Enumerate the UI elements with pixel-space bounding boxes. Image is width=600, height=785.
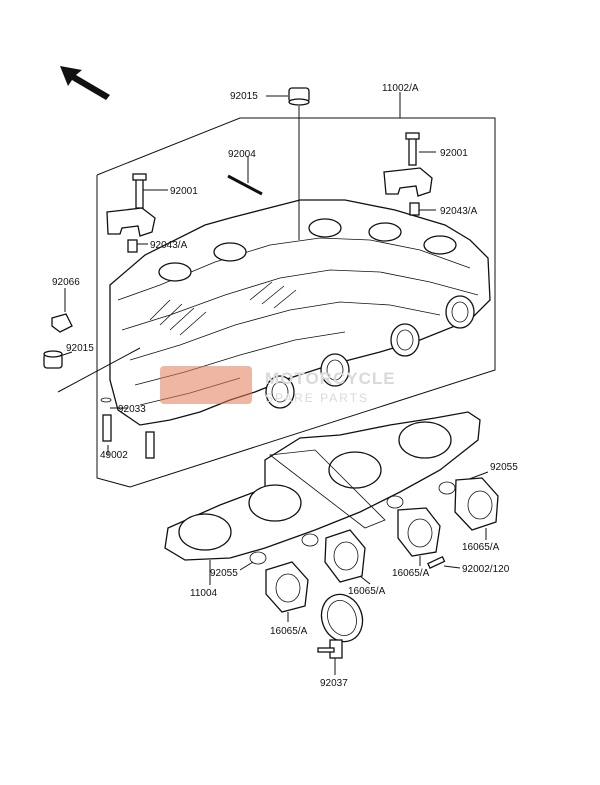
watermark-subtitle: SPARE PARTS <box>265 391 369 405</box>
label-92055-right: 92055 <box>490 462 518 473</box>
label-92066: 92066 <box>52 277 80 288</box>
cam-cap-left-part <box>106 173 168 253</box>
carb-holder-left-part <box>265 561 309 622</box>
hose-clamp-part <box>317 593 364 675</box>
valve-guide-part <box>100 397 155 459</box>
label-92002-120: 92002/120 <box>462 564 510 575</box>
direction-arrow-icon <box>60 66 110 100</box>
label-16065a-bottom: 16065/A <box>270 626 308 637</box>
carb-holder-mid-left-part <box>324 529 371 585</box>
label-11004: 11004 <box>190 588 218 599</box>
cam-cap-right-part <box>383 132 436 216</box>
cap-nut-left-part <box>43 347 141 393</box>
label-16065a-center: 16065/A <box>348 586 386 597</box>
label-92043a-right: 92043/A <box>440 206 478 217</box>
part-labels: 92015 11002/A 92004 92001 92001 92043/A … <box>52 83 518 689</box>
assembly-frame <box>96 117 496 488</box>
label-11002a: 11002/A <box>382 83 419 94</box>
clip-part <box>51 288 73 333</box>
watermark-logo: MOTORCYCLE SPARE PARTS <box>160 366 396 405</box>
label-92037: 92037 <box>320 678 348 689</box>
label-16065a-mid: 16065/A <box>392 568 430 579</box>
o-ring-part <box>239 471 489 571</box>
stud-part <box>227 156 263 196</box>
carb-holder-mid-right-part <box>397 507 461 569</box>
label-92055-left: 92055 <box>210 568 238 579</box>
head-gasket-part <box>164 411 481 585</box>
label-92033: 92033 <box>118 404 146 415</box>
label-92015-top: 92015 <box>230 91 258 102</box>
label-16065a-right: 16065/A <box>462 542 500 553</box>
carb-holder-right-part <box>454 477 499 540</box>
label-92001-left: 92001 <box>170 186 198 197</box>
cap-nut-top-part <box>266 87 310 240</box>
label-92001-right: 92001 <box>440 148 468 159</box>
watermark-title: MOTORCYCLE <box>265 369 396 388</box>
label-92043a-left: 92043/A <box>150 240 188 251</box>
label-92004: 92004 <box>228 149 256 160</box>
label-92015-left: 92015 <box>66 343 94 354</box>
label-49002: 49002 <box>100 450 128 461</box>
